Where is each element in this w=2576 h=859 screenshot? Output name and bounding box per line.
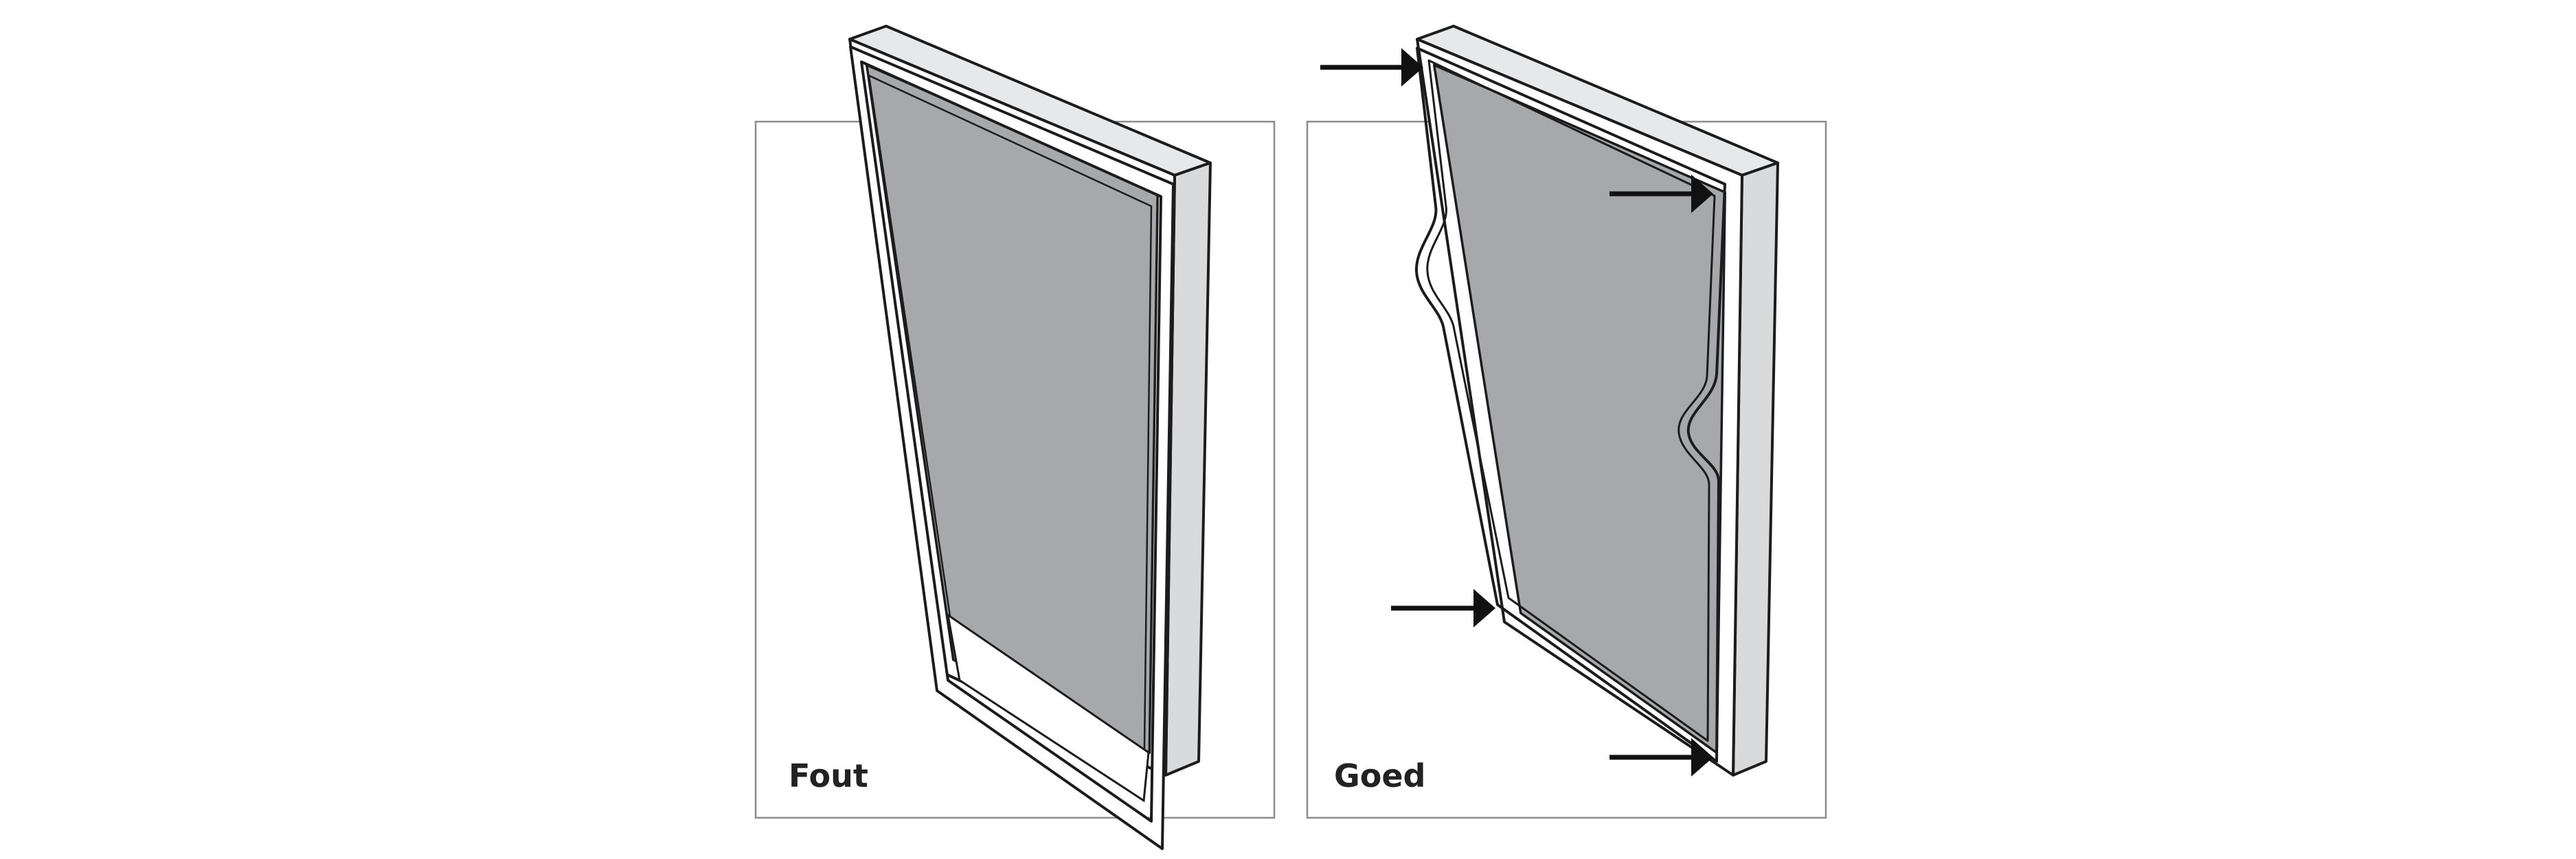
panel-wrong: Fout bbox=[754, 25, 1276, 850]
arrow-right-icon bbox=[1609, 175, 1713, 213]
panel-right: Goed bbox=[1306, 25, 1827, 819]
panel-wrong-label: Fout bbox=[789, 757, 868, 794]
seal-strip-wrong bbox=[849, 45, 1175, 850]
seal-strip-correct-inner bbox=[1426, 59, 1716, 742]
seal-strip-correct-outer bbox=[1414, 47, 1726, 763]
arrow-right-icon bbox=[1391, 589, 1495, 627]
arrow-right-icon bbox=[1320, 48, 1423, 87]
panel-right-label: Goed bbox=[1334, 757, 1426, 794]
arrow-right-icon bbox=[1609, 738, 1713, 777]
seal-bottom-gap bbox=[946, 612, 1150, 803]
